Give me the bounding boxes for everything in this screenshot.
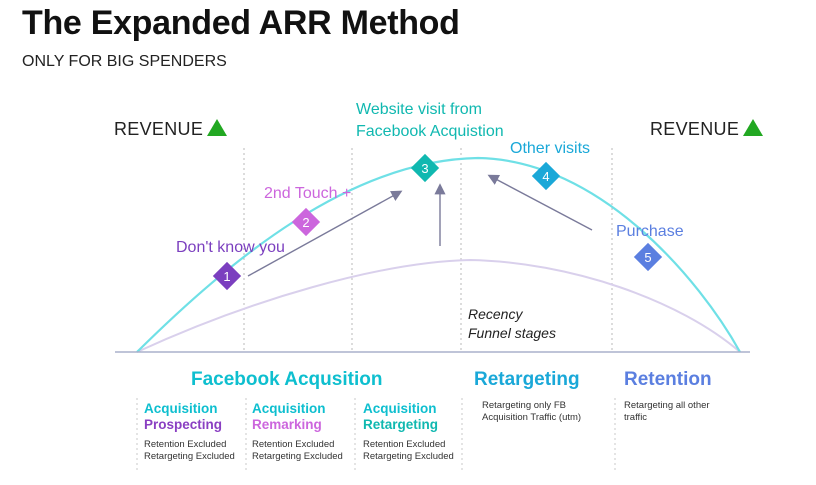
flow-arrows: [247, 174, 593, 277]
retargeting-note-line1: Retargeting only FB: [482, 400, 566, 411]
step-label-5: Purchase: [616, 223, 684, 240]
recency-annotation: Recency Funnel stages: [468, 305, 556, 343]
step-number-5: 5: [644, 250, 651, 265]
column-title-line1: Acquisition: [363, 401, 437, 416]
step-marker-5: [633, 242, 663, 272]
up-triangle-icon: [207, 119, 228, 136]
step-label-3-line2: Facebook Acquistion: [356, 123, 504, 140]
step-label-3: Website visit from Facebook Acquistion: [356, 99, 504, 143]
arrow-up-left: [487, 174, 593, 231]
step-label-2: 2nd Touch +: [264, 185, 352, 202]
step-label-3-line1: Website visit from: [356, 101, 482, 118]
column-title-line2: Retargeting: [363, 417, 439, 432]
step-label-4: Other visits: [510, 140, 591, 157]
column-note-line1: Retention Excluded: [252, 439, 335, 450]
up-triangle-icon: [743, 119, 764, 136]
column-title-line1: Acquisition: [144, 401, 218, 416]
column-title-line1: Acquisition: [252, 401, 326, 416]
annotation-line1: Recency: [468, 306, 523, 322]
section-retargeting: Retargeting: [474, 369, 580, 390]
column-title-line2: Prospecting: [144, 417, 223, 432]
step-number-4: 4: [542, 169, 549, 184]
step-marker-4: [531, 161, 561, 191]
column-note-line2: Retargeting Excluded: [363, 451, 454, 462]
column-note-line2: Retargeting Excluded: [252, 451, 343, 462]
step-number-2: 2: [302, 215, 309, 230]
column-title-line2: Remarking: [252, 417, 322, 432]
column-prospecting: Acquisition Prospecting Retention Exclud…: [144, 401, 235, 463]
arrow-up-right: [247, 190, 403, 277]
column-note-line2: Retargeting Excluded: [144, 451, 235, 462]
step-number-1: 1: [223, 269, 230, 284]
retention-note-line1: Retargeting all other: [624, 400, 710, 411]
revenue-right: REVENUE: [650, 119, 764, 140]
column-dividers: [136, 398, 616, 470]
column-retargeting: Acquisition Retargeting Retention Exclud…: [363, 401, 454, 463]
column-note-line1: Retention Excluded: [363, 439, 446, 450]
retargeting-note: Retargeting only FB Acquisition Traffic …: [482, 400, 581, 424]
step-number-3: 3: [421, 161, 428, 176]
revenue-left-label: REVENUE: [114, 119, 204, 139]
annotation-line2: Funnel stages: [468, 325, 556, 341]
inner-curve: [136, 258, 741, 353]
page-subtitle: ONLY FOR BIG SPENDERS: [22, 53, 227, 70]
retargeting-note-line2: Acquisition Traffic (utm): [482, 412, 582, 423]
revenue-right-label: REVENUE: [650, 119, 740, 139]
column-remarking: Acquisition Remarking Retention Excluded…: [252, 401, 343, 463]
section-facebook-acquisition: Facebook Acqusition: [191, 369, 383, 390]
page-title: The Expanded ARR Method: [22, 4, 460, 42]
stage-dividers: [243, 148, 613, 352]
step-label-1: Don't know you: [176, 239, 285, 256]
column-note-line1: Retention Excluded: [144, 439, 227, 450]
retention-note-line2: traffic: [624, 412, 648, 423]
section-retention: Retention: [624, 369, 712, 390]
revenue-left: REVENUE: [114, 119, 228, 140]
retention-note: Retargeting all other traffic: [624, 400, 710, 424]
